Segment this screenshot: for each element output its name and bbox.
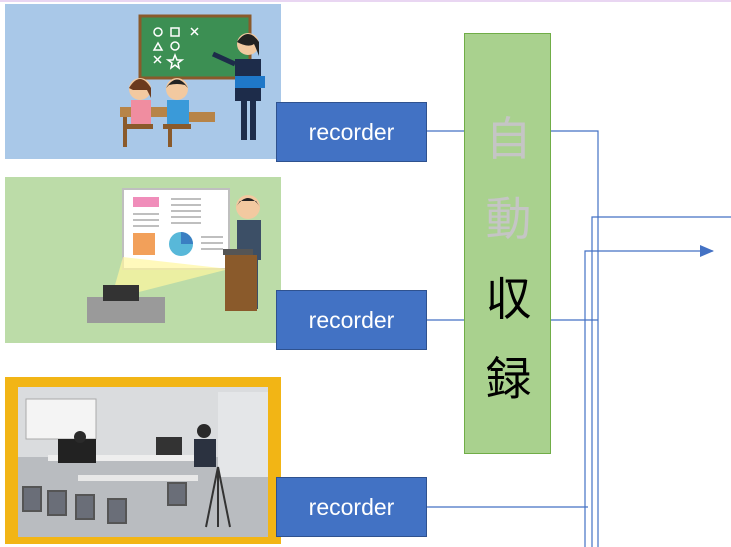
classroom-illustration — [5, 4, 281, 159]
auto-char: 自 — [485, 112, 532, 166]
recorder-box-2: recorder — [276, 290, 427, 350]
classroom-scene-icon — [120, 14, 265, 147]
presentation-illustration — [5, 177, 281, 343]
recorder-box-3: recorder — [276, 477, 427, 537]
auto-char: 動 — [485, 192, 532, 246]
recorder-box-1: recorder — [276, 102, 427, 162]
recorder-label: recorder — [308, 493, 395, 520]
room-photo-icon — [18, 387, 268, 537]
record-char: 録 — [485, 352, 532, 406]
record-char: 収 — [485, 272, 532, 326]
recorder-label: recorder — [308, 306, 395, 333]
top-divider — [0, 0, 731, 2]
auto-recording-box: 自 動 収 録 — [464, 33, 551, 454]
recorder-label: recorder — [308, 118, 395, 145]
presentation-scene-icon — [87, 188, 261, 323]
lecture-room-photo — [5, 377, 281, 544]
